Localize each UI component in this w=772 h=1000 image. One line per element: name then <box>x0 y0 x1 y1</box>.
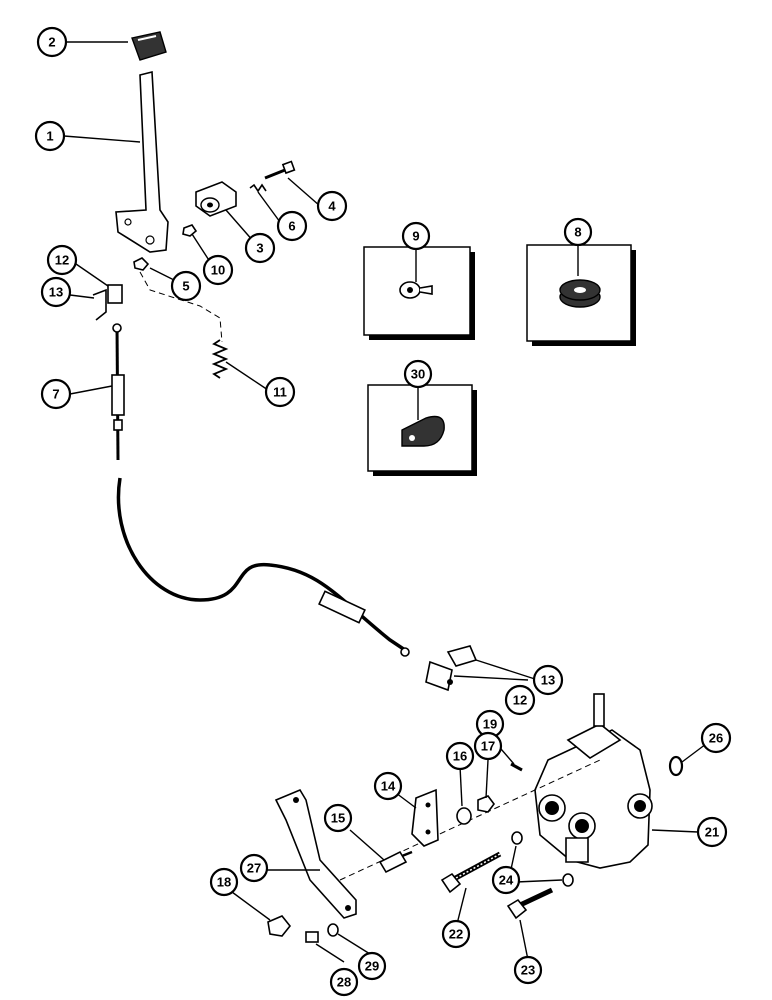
part-pin <box>510 762 523 772</box>
callout-3: 3 <box>244 232 276 264</box>
svg-text:28: 28 <box>337 975 351 990</box>
callout-16: 16 <box>445 741 475 771</box>
callout-8: 8 <box>563 217 593 247</box>
part-nut-5 <box>133 257 150 271</box>
callout-10: 10 <box>202 254 234 286</box>
svg-text:11: 11 <box>273 385 287 400</box>
part-clevis-upper <box>92 284 123 321</box>
part-washer-24b <box>562 873 574 887</box>
svg-text:15: 15 <box>331 811 345 826</box>
callout-2: 2 <box>36 26 68 58</box>
callout-7: 7 <box>40 378 72 410</box>
callout-5: 5 <box>170 270 202 302</box>
svg-text:7: 7 <box>52 387 59 402</box>
part-long-bolt <box>440 851 502 894</box>
svg-text:10: 10 <box>211 263 225 278</box>
part-small-spring <box>249 183 267 193</box>
part-knob <box>131 31 167 61</box>
svg-text:4: 4 <box>328 199 336 214</box>
part-clip-lower <box>446 645 478 667</box>
callout-1: 1 <box>34 120 66 152</box>
part-ball-joint <box>378 850 413 874</box>
part-washer-24a <box>511 831 523 845</box>
callout-28: 28 <box>329 967 359 997</box>
callout-27: 27 <box>239 853 269 883</box>
part-short-bolt <box>506 887 554 920</box>
callout-29: 29 <box>357 951 387 981</box>
part-clevis-lower <box>425 660 453 692</box>
part-nut-10 <box>182 224 198 237</box>
svg-text:29: 29 <box>365 959 379 974</box>
callout-6: 6 <box>276 210 308 242</box>
svg-text:17: 17 <box>481 739 495 754</box>
part-hand-lever <box>115 70 169 253</box>
callout-15: 15 <box>323 803 353 833</box>
callout-30: 30 <box>403 359 433 389</box>
svg-text:14: 14 <box>381 779 396 794</box>
callout-4: 4 <box>316 190 348 222</box>
svg-text:8: 8 <box>574 225 581 240</box>
callout-23: 23 <box>513 955 543 985</box>
callout-21: 21 <box>696 816 728 848</box>
part-link <box>411 788 439 847</box>
svg-text:23: 23 <box>521 963 535 978</box>
callout-24: 24 <box>491 865 521 895</box>
part-control-valve <box>534 693 653 869</box>
callout-13-upper: 13 <box>40 276 72 308</box>
callout-11: 11 <box>264 376 296 408</box>
svg-text:2: 2 <box>48 35 55 50</box>
part-pivot <box>195 181 237 217</box>
svg-text:22: 22 <box>449 927 463 942</box>
svg-text:21: 21 <box>705 825 719 840</box>
svg-text:16: 16 <box>453 749 467 764</box>
callout-18: 18 <box>209 867 239 897</box>
inset-30 <box>367 384 477 476</box>
part-o-ring <box>668 755 684 777</box>
callout-12-lower: 12 <box>504 684 536 716</box>
inset-9 <box>363 246 475 340</box>
part-bolt-28 <box>305 931 319 943</box>
inset-8 <box>526 244 636 346</box>
svg-text:1: 1 <box>46 129 53 144</box>
part-nut-17 <box>477 795 495 813</box>
part-washer-16 <box>456 807 472 825</box>
svg-text:27: 27 <box>247 861 261 876</box>
svg-text:9: 9 <box>412 229 419 244</box>
svg-text:12: 12 <box>55 253 69 268</box>
svg-text:6: 6 <box>288 219 295 234</box>
part-nut-18 <box>267 915 292 937</box>
callout-9: 9 <box>401 221 431 251</box>
part-bolt <box>264 160 296 180</box>
part-cable-sweep <box>116 477 410 657</box>
part-washer-29 <box>327 923 339 937</box>
svg-text:12: 12 <box>513 693 527 708</box>
svg-text:13: 13 <box>541 673 555 688</box>
dashed-connection <box>139 271 223 343</box>
svg-text:19: 19 <box>483 717 497 732</box>
callout-26: 26 <box>700 722 732 754</box>
svg-text:24: 24 <box>499 873 514 888</box>
part-cable-upper <box>111 323 125 461</box>
svg-text:3: 3 <box>256 241 263 256</box>
callout-22: 22 <box>441 919 471 949</box>
svg-text:18: 18 <box>217 875 231 890</box>
callout-17: 17 <box>473 731 503 761</box>
callout-12-upper: 12 <box>46 244 78 276</box>
part-return-spring <box>211 339 229 379</box>
svg-text:5: 5 <box>182 279 189 294</box>
svg-text:30: 30 <box>411 367 425 382</box>
callout-13-lower: 13 <box>532 664 564 696</box>
part-bracket <box>274 788 357 919</box>
svg-text:26: 26 <box>709 731 723 746</box>
svg-text:13: 13 <box>49 285 63 300</box>
callout-14: 14 <box>373 771 403 801</box>
